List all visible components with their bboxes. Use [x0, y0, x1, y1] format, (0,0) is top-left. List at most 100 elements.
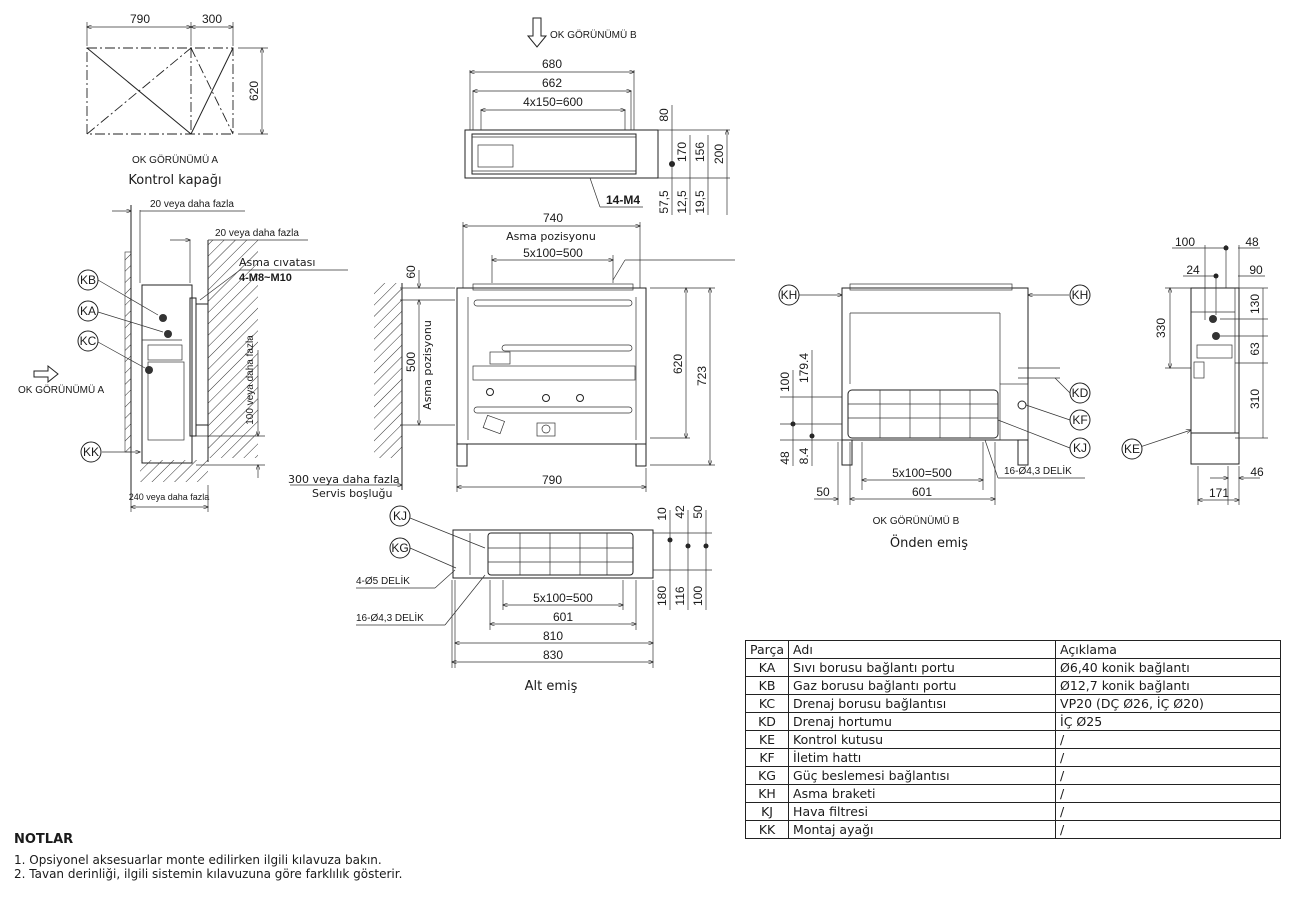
caption-control-cover: Kontrol kapağı — [128, 173, 221, 188]
tag-kf: KF — [1069, 409, 1091, 431]
dim-171: 171 — [1209, 486, 1229, 500]
dim-57-5: 57,5 — [657, 190, 671, 214]
part-name: Gaz borusu bağlantı portu — [788, 676, 1057, 695]
header-part: Parça — [744, 640, 790, 659]
part-code: KJ — [744, 802, 790, 821]
bottom-view: 10 42 50 180 116 100 5x100=500 601 810 8… — [356, 505, 712, 694]
part-code: KE — [744, 730, 790, 749]
notes-title: NOTLAR — [14, 832, 74, 847]
part-code: KH — [744, 784, 790, 803]
dim-pitch-500-front: 5x100=500 — [523, 246, 583, 260]
dim-790-front: 790 — [542, 473, 562, 487]
part-code: KB — [744, 676, 790, 695]
dim-310: 310 — [1248, 389, 1262, 409]
clearance-width: 240 veya daha fazla — [129, 492, 210, 502]
part-code: KA — [744, 658, 790, 677]
tag-kc: KC — [77, 330, 99, 352]
dim-170: 170 — [675, 142, 689, 162]
front-view: 740 Asma pozisyonu 5x100=500 60 500 Asma… — [288, 211, 735, 500]
svg-text:KJ: KJ — [393, 509, 407, 523]
hang-position-top: Asma pozisyonu — [506, 230, 596, 243]
part-code: KK — [744, 820, 790, 839]
part-name: Asma braketi — [788, 784, 1057, 803]
part-name: Sıvı borusu bağlantı portu — [788, 658, 1057, 677]
dim-pitch-600: 4x150=600 — [523, 95, 583, 109]
dim-pitch-500-bottom: 5x100=500 — [533, 591, 593, 605]
part-description: Ø6,40 konik bağlantı — [1055, 658, 1281, 677]
service-clearance-1: 300 veya daha fazla — [288, 473, 400, 486]
arrow-label-b: OK GÖRÜNÜMÜ B — [550, 29, 637, 41]
dim-100-rear: 100 — [778, 372, 792, 392]
tag-kh-right: KH — [1069, 284, 1091, 306]
arrow-label-a: OK GÖRÜNÜMÜ A — [18, 384, 104, 396]
dim-100-right: 100 — [1175, 235, 1195, 249]
service-clearance-2: Servis boşluğu — [312, 487, 393, 500]
svg-text:KK: KK — [83, 445, 99, 459]
dim-601-bottom: 601 — [553, 610, 573, 624]
tag-kd: KD — [1069, 382, 1091, 404]
dim-723: 723 — [695, 366, 709, 386]
control-cover-view: 790 300 620 OK GÖRÜNÜMÜ A Kontrol kapağı — [87, 12, 268, 188]
part-description: / — [1055, 802, 1281, 821]
header-name: Adı — [788, 640, 1057, 659]
screw-label: 14-M4 — [606, 193, 640, 207]
dim-620: 620 — [247, 81, 261, 101]
svg-text:KJ: KJ — [1073, 441, 1087, 455]
dim-180: 180 — [655, 586, 669, 606]
side-install-view: 20 veya daha fazla 20 veya daha fazla As… — [18, 199, 348, 512]
dim-80: 80 — [657, 108, 671, 122]
hole-label-b: 16-Ø4,3 DELİK — [356, 611, 424, 624]
part-name: Güç beslemesi bağlantısı — [788, 766, 1057, 785]
dim-19-5: 19,5 — [693, 190, 707, 214]
dim-790: 790 — [130, 12, 150, 26]
dim-200: 200 — [712, 144, 726, 164]
dim-116: 116 — [673, 586, 687, 605]
dim-46: 46 — [1250, 465, 1264, 479]
part-code: KF — [744, 748, 790, 767]
dim-300: 300 — [202, 12, 222, 26]
tag-kk: KK — [80, 441, 102, 463]
part-name: Drenaj borusu bağlantısı — [788, 694, 1057, 713]
dim-156: 156 — [693, 142, 707, 162]
view-label-a: OK GÖRÜNÜMÜ A — [132, 154, 218, 166]
part-name: Drenaj hortumu — [788, 712, 1057, 731]
clearance-bottom: 100 veya daha fazla — [245, 335, 256, 425]
bolt-spec: 4-M8~M10 — [239, 272, 292, 284]
hole-label-rear: 16-Ø4,3 DELİK — [1004, 464, 1072, 477]
part-description: / — [1055, 784, 1281, 803]
dim-100-bottom: 100 — [691, 586, 705, 606]
tag-kh-left: KH — [778, 284, 800, 306]
note-item: 1. Opsiyonel aksesuarlar monte edilirken… — [14, 853, 382, 867]
dim-42: 42 — [673, 505, 687, 519]
note-item: 2. Tavan derinliği, ilgili sistemin kıla… — [14, 867, 403, 881]
part-description: / — [1055, 730, 1281, 749]
svg-text:KB: KB — [80, 273, 96, 287]
svg-text:KE: KE — [1124, 442, 1140, 456]
part-name: İletim hattı — [788, 748, 1057, 767]
dim-12-5: 12,5 — [675, 190, 689, 214]
dim-130: 130 — [1248, 294, 1262, 314]
dim-50-rear: 50 — [816, 485, 830, 499]
part-description: / — [1055, 766, 1281, 785]
parts-table-header: Parça Adı Açıklama — [744, 640, 1281, 659]
dim-740: 740 — [543, 211, 563, 225]
dim-662: 662 — [542, 76, 562, 90]
dim-8-4: 8.4 — [797, 447, 811, 464]
dim-680: 680 — [542, 57, 562, 71]
part-description: / — [1055, 820, 1281, 839]
svg-text:KD: KD — [1072, 386, 1089, 400]
part-code: KD — [744, 712, 790, 731]
dim-330: 330 — [1154, 318, 1168, 338]
part-name: Montaj ayağı — [788, 820, 1057, 839]
tag-ke: KE — [1121, 438, 1143, 460]
dim-810: 810 — [543, 629, 563, 643]
dim-pitch-500-rear: 5x100=500 — [892, 466, 952, 480]
header-description: Açıklama — [1055, 640, 1281, 659]
